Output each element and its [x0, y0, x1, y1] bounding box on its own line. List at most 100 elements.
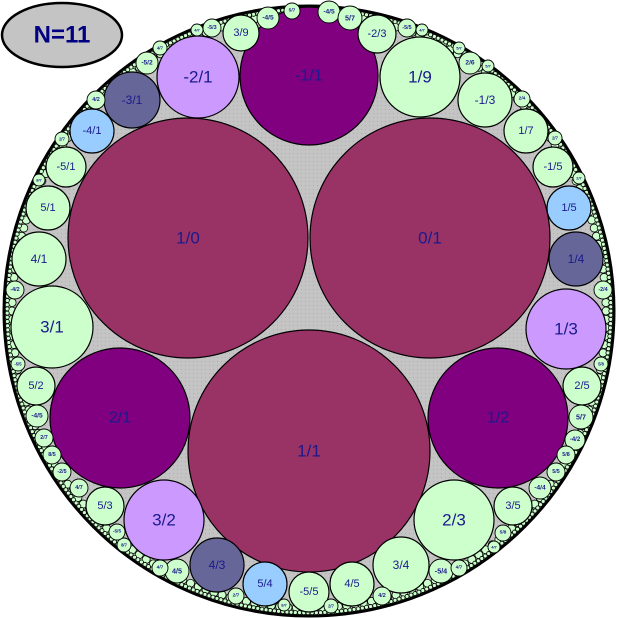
rim-circle	[594, 399, 600, 405]
circle-2-over-7: 2/7	[547, 130, 563, 146]
circle-shape	[593, 356, 609, 372]
rim-circle	[5, 331, 11, 337]
circle-shape	[493, 486, 533, 526]
rim-circle	[598, 233, 604, 239]
rim-circle	[179, 582, 185, 588]
rim-circle	[15, 227, 21, 233]
rim-circle	[14, 231, 20, 237]
rim-circle	[7, 348, 13, 354]
rim-circle	[6, 277, 12, 282]
circle-label: 8/7	[121, 543, 127, 548]
circle-label: -4/4	[534, 485, 546, 492]
rim-circle	[76, 503, 82, 509]
circle-label: 1/2	[487, 410, 509, 427]
rim-circle	[605, 350, 611, 356]
circle-shape	[11, 231, 67, 287]
circle-label: -2/5	[57, 469, 66, 475]
circle-shape	[86, 90, 106, 110]
circle-shape	[69, 478, 89, 498]
circle--5-over-5: -5/5	[288, 571, 330, 613]
rim-circle	[13, 235, 19, 241]
circle-2-over-7: 2/7	[572, 171, 586, 185]
rim-circle	[582, 186, 588, 191]
circle-label: -1/5	[544, 161, 563, 173]
circle-label: 2/3	[442, 511, 466, 530]
circle-label: 3/4	[393, 558, 410, 572]
circle--1-over-3: -1/3	[457, 72, 513, 128]
n-badge: N=11	[0, 1, 124, 69]
circle-label: 3/1	[40, 318, 64, 337]
rim-circle	[408, 592, 414, 598]
rim-circle	[535, 505, 541, 511]
rim-circle	[99, 528, 105, 534]
circle-label: 4/7	[491, 545, 497, 550]
rim-circle	[607, 329, 613, 335]
circle-shape	[487, 540, 501, 554]
circle-shape	[329, 561, 375, 607]
circle-label: 4/5	[344, 578, 359, 590]
circle-shape	[222, 14, 260, 52]
circle-label: -5/5	[113, 529, 122, 535]
circle-label: 4/7	[194, 28, 200, 33]
circle-shape	[135, 51, 159, 75]
rim-circle	[40, 165, 46, 171]
circle-label: 2/7	[59, 137, 65, 142]
circle-label: 5/7	[485, 64, 491, 69]
rim-circle	[4, 314, 10, 320]
circle-1-over-5: 1/5	[546, 185, 592, 231]
circle-shape	[116, 537, 132, 553]
rim-circle	[267, 607, 273, 613]
circle-label: -2/3	[368, 28, 387, 40]
circle--1-over-1: -1/1	[239, 6, 379, 146]
rim-circle	[6, 272, 12, 278]
circle-shape	[69, 108, 115, 154]
circle-5-over-7: 5/7	[568, 404, 594, 430]
circle-label: 1/0	[176, 229, 200, 248]
circle-3-over-2: 3/2	[123, 479, 205, 561]
circle-shape	[450, 559, 468, 577]
circle-shape	[277, 598, 291, 612]
circle-shape	[379, 36, 461, 118]
rim-circle	[132, 554, 137, 560]
rim-circle	[7, 268, 13, 274]
rim-circle	[135, 557, 141, 563]
rim-circle	[604, 258, 609, 264]
rim-circle	[242, 603, 248, 609]
circle-shape	[556, 445, 576, 465]
circle-label: -3/1	[122, 93, 143, 107]
rim-circle	[591, 407, 597, 413]
circle-label: -5/5	[14, 362, 22, 367]
rim-circle	[359, 605, 365, 611]
rim-circle	[400, 595, 406, 601]
circle-label: -4/5	[323, 9, 335, 16]
rim-circle	[416, 589, 422, 595]
circle-label: 1/4	[568, 252, 585, 266]
circle-label: -5/5	[402, 25, 411, 31]
circle-5-over-8: 5/8	[556, 445, 576, 465]
rim-circle	[602, 250, 608, 255]
circle-4-over-7: 4/7	[487, 540, 501, 554]
circle-shape	[288, 571, 330, 613]
circle-4-over-7: 4/7	[69, 478, 89, 498]
circle-label: -2/1	[183, 68, 212, 87]
rim-circle	[607, 333, 613, 339]
circle-3-over-5: 3/5	[493, 486, 533, 526]
circle-label: 4/7	[75, 485, 83, 491]
rim-circle	[4, 306, 10, 312]
circle-1-over-2: 1/2	[427, 347, 569, 489]
circle-shape	[494, 524, 512, 542]
circle-label: -4/1	[83, 125, 102, 137]
circle-shape	[85, 486, 125, 526]
rim-circle	[202, 591, 208, 597]
rim-circle	[292, 610, 298, 615]
circle-1-over-7: 1/7	[503, 108, 549, 154]
circle-label: -4/5	[262, 15, 274, 22]
circle--4-over-2: -4/2	[5, 280, 25, 300]
rim-circle	[318, 610, 323, 615]
circle-shape	[458, 51, 482, 75]
rim-circle	[364, 12, 369, 18]
circle-label: -1/3	[475, 93, 496, 107]
rim-circle	[65, 490, 71, 496]
